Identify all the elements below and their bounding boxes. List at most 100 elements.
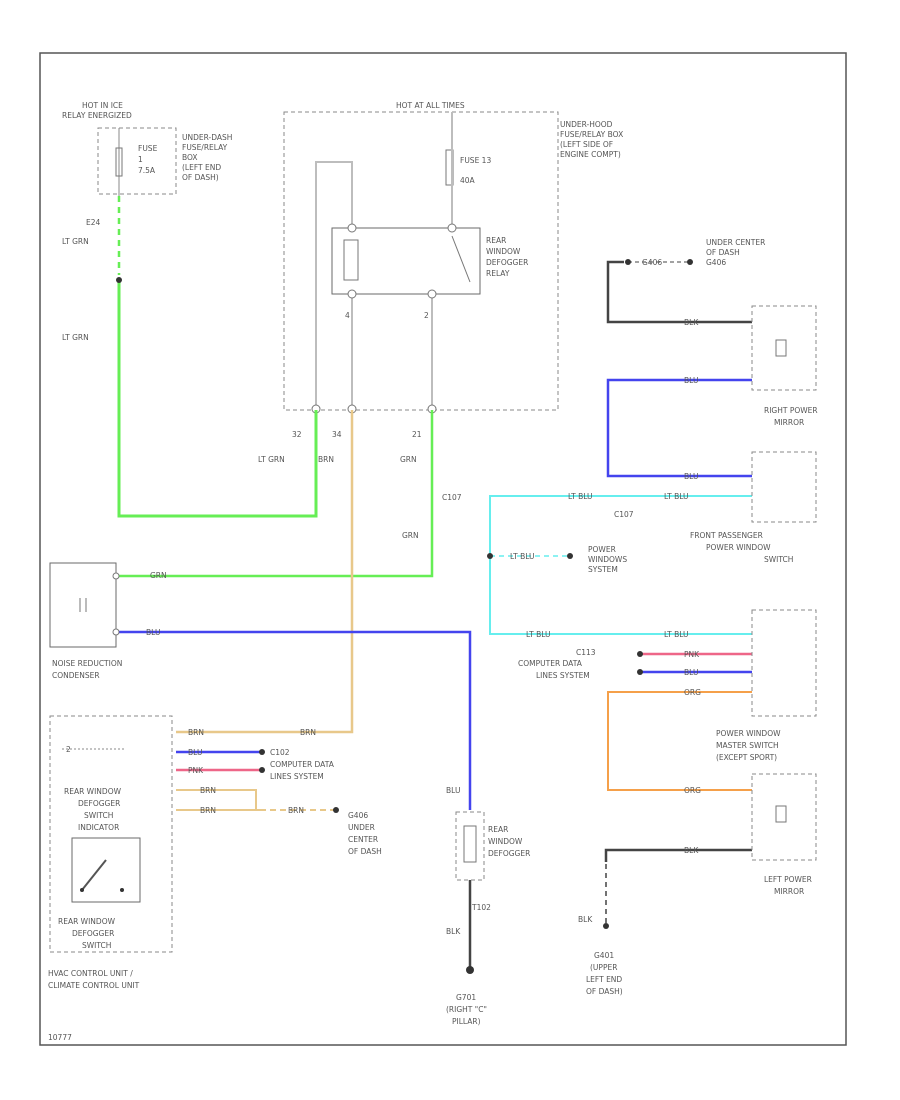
fuse-small-label: FUSE xyxy=(138,144,158,153)
under-dash-label-2: FUSE/RELAY xyxy=(182,143,228,152)
g401-label-2: (UPPER xyxy=(590,963,617,972)
wire-label-blu-2: BLU xyxy=(684,376,698,385)
wire-label-blu-3: BLU xyxy=(684,472,698,481)
wire-label-blu-4: BLU xyxy=(684,668,698,677)
under-center-label-2: OF DASH xyxy=(706,248,740,257)
e24-label: E24 xyxy=(86,218,101,227)
wire-label-lt-blu-3: LT BLU xyxy=(510,552,535,561)
wires xyxy=(116,196,752,974)
wire-label-blk-3: BLK xyxy=(578,915,593,924)
wire-label-org-1: ORG xyxy=(684,688,701,697)
underhood-label-2: FUSE/RELAY BOX xyxy=(560,130,623,139)
c102-label: C102 xyxy=(270,748,290,757)
wire-label-lt-grn-3: LT GRN xyxy=(258,455,285,464)
comp-data-label-3: COMPUTER DATA xyxy=(270,760,335,769)
master-label-2: MASTER SWITCH xyxy=(716,741,779,750)
right-mirror-label-1: RIGHT POWER xyxy=(764,406,818,415)
wire-label-blk-2: BLK xyxy=(684,846,699,855)
wire-label-brn-6: BRN xyxy=(288,806,304,815)
g406-label-b: UNDER xyxy=(348,823,375,832)
noise-label-2: CONDENSER xyxy=(52,671,100,680)
left-mirror-label-2: MIRROR xyxy=(774,887,804,896)
g406-label-c: CENTER xyxy=(348,835,378,844)
relay-label-2: WINDOW xyxy=(486,247,521,256)
g401-label-3: LEFT END xyxy=(586,975,622,984)
fp-switch-label-2: POWER WINDOW xyxy=(706,543,771,552)
indicator-label-4: INDICATOR xyxy=(78,823,119,832)
comp-data-label-1: COMPUTER DATA xyxy=(518,659,583,668)
c107b-label: C107 xyxy=(614,510,634,519)
indicator-label-2: DEFOGGER xyxy=(78,799,120,808)
wire-label-brn-5: BRN xyxy=(200,806,216,815)
pw-system-label-3: SYSTEM xyxy=(588,565,618,574)
hvac-control-unit: 2 REAR WINDOW DEFOGGER SWITCH INDICATOR … xyxy=(48,715,382,990)
power-window-master-switch: LT BLU LT BLU C113 COMPUTER DATA LINES S… xyxy=(518,609,817,795)
hot-relay-label: HOT IN ICE xyxy=(82,101,123,110)
wire-label-blk-1: BLK xyxy=(684,318,699,327)
defogger-label-1: REAR xyxy=(488,825,508,834)
under-dash-label-5: OF DASH) xyxy=(182,173,219,182)
under-dash-label-1: UNDER-DASH xyxy=(182,133,232,142)
wire-label-lt-blu-4: LT BLU xyxy=(526,630,551,639)
wire-label-brn-3: BRN xyxy=(300,728,316,737)
left-mirror-label-1: LEFT POWER xyxy=(764,875,812,884)
hot-at-all-times-label: HOT AT ALL TIMES xyxy=(396,101,465,110)
wire-label-blu-1: BLU xyxy=(146,628,160,637)
wire-label-brn-2: BRN xyxy=(188,728,204,737)
under-dash-fuse-box: HOT IN ICE RELAY ENERGIZED FUSE 1 7.5A U… xyxy=(62,101,232,342)
wire-label-lt-blu-1: LT BLU xyxy=(568,492,593,501)
switch-label-2: DEFOGGER xyxy=(72,929,114,938)
hvac-label-2: CLIMATE CONTROL UNIT xyxy=(48,981,140,990)
underhood-label-3: (LEFT SIDE OF xyxy=(560,140,613,149)
front-passenger-window-switch: BLU LT BLU LT BLU C107 FRONT PASSENGER P… xyxy=(510,451,817,574)
relay-label-1: REAR xyxy=(486,236,506,245)
diagram-frame xyxy=(39,52,847,1046)
wire-label-lt-blu-2: LT BLU xyxy=(664,492,689,501)
wire-label-pnk-2: PNK xyxy=(188,766,204,775)
relay-label-3: DEFOGGER xyxy=(486,258,528,267)
indicator-label-3: SWITCH xyxy=(84,811,113,820)
indicator-label-1: REAR WINDOW xyxy=(64,787,122,796)
under-hood-fuse-box: HOT AT ALL TIMES FUSE 13 40A UNDER-HOOD … xyxy=(258,101,623,540)
wire-label-blk-4: BLK xyxy=(446,927,461,936)
wire-label-lt-blu-5: LT BLU xyxy=(664,630,689,639)
relay-energized-label: RELAY ENERGIZED xyxy=(62,111,132,120)
c113-label: C113 xyxy=(576,648,596,657)
fp-switch-label-3: SWITCH xyxy=(764,555,793,564)
relay-pin-4: 4 xyxy=(345,311,350,320)
pin-32-label: 32 xyxy=(292,430,302,439)
g406-top-label: G406 xyxy=(642,258,662,267)
fp-switch-label-1: FRONT PASSENGER xyxy=(690,531,763,540)
t102-label: T102 xyxy=(471,903,491,912)
wire-label-org-2: ORG xyxy=(684,786,701,795)
wire-label-blu-5: BLU xyxy=(188,748,202,757)
wire-label-blu-6: BLU xyxy=(446,786,460,795)
wire-label-grn-1: GRN xyxy=(400,455,417,464)
rear-window-defogger: BLU REAR WINDOW DEFOGGER T102 BLK G701 (… xyxy=(446,786,530,1026)
fuse-small-amp: 7.5A xyxy=(138,166,156,175)
underhood-label-1: UNDER-HOOD xyxy=(560,120,613,129)
g401-label-4: OF DASH) xyxy=(586,987,623,996)
under-center-label-1: UNDER CENTER xyxy=(706,238,765,247)
relay-pin-2: 2 xyxy=(424,311,429,320)
wire-label-pnk-1: PNK xyxy=(684,650,700,659)
wire-label-lt-grn-2: LT GRN xyxy=(62,333,89,342)
wire-label-grn-3: GRN xyxy=(150,571,167,580)
underhood-label-4: ENGINE COMPT) xyxy=(560,150,621,159)
footer-id: 10777 xyxy=(48,1033,72,1042)
switch-label-1: REAR WINDOW xyxy=(58,917,116,926)
fuse-small-number: 1 xyxy=(138,155,143,164)
under-dash-label-4: (LEFT END xyxy=(182,163,221,172)
under-dash-label-3: BOX xyxy=(182,153,198,162)
wire-label-brn-4: BRN xyxy=(200,786,216,795)
g701-label-3: PILLAR) xyxy=(452,1017,481,1026)
right-power-mirror: UNDER CENTER OF DASH G406 G406 BLK BLU R… xyxy=(642,238,818,427)
fuse-13-amp: 40A xyxy=(460,176,476,185)
fuse-13-label: FUSE 13 xyxy=(460,156,491,165)
wire-label-lt-grn-1: LT GRN xyxy=(62,237,89,246)
defogger-label-3: DEFOGGER xyxy=(488,849,530,858)
right-mirror-label-2: MIRROR xyxy=(774,418,804,427)
c107-label: C107 xyxy=(442,493,462,502)
comp-data-label-2: LINES SYSTEM xyxy=(536,671,590,680)
